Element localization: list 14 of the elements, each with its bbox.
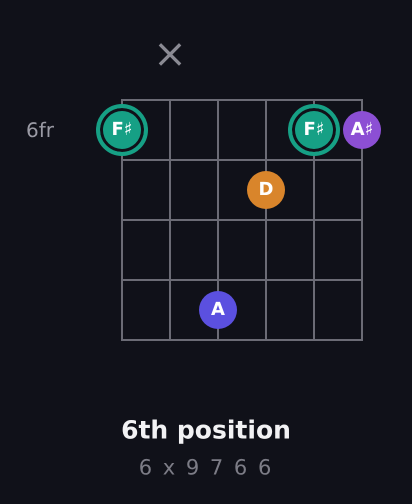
mute-mark: ×: [153, 34, 187, 74]
note-marker: [199, 291, 237, 329]
note-name: F♯: [111, 121, 132, 139]
chord-title: 6th position: [121, 418, 291, 442]
fret-number: 6fr: [26, 120, 54, 140]
fret-fingering: 6 x 9 7 6 6: [138, 458, 274, 478]
note-name: A: [211, 301, 225, 319]
note-name: D: [258, 181, 274, 199]
note-name: F♯: [303, 121, 324, 139]
root-note-marker: [96, 104, 148, 156]
note-name: A♯: [350, 121, 374, 139]
note-marker: [343, 111, 381, 149]
note-marker: [247, 171, 285, 209]
root-note-marker: [288, 104, 340, 156]
